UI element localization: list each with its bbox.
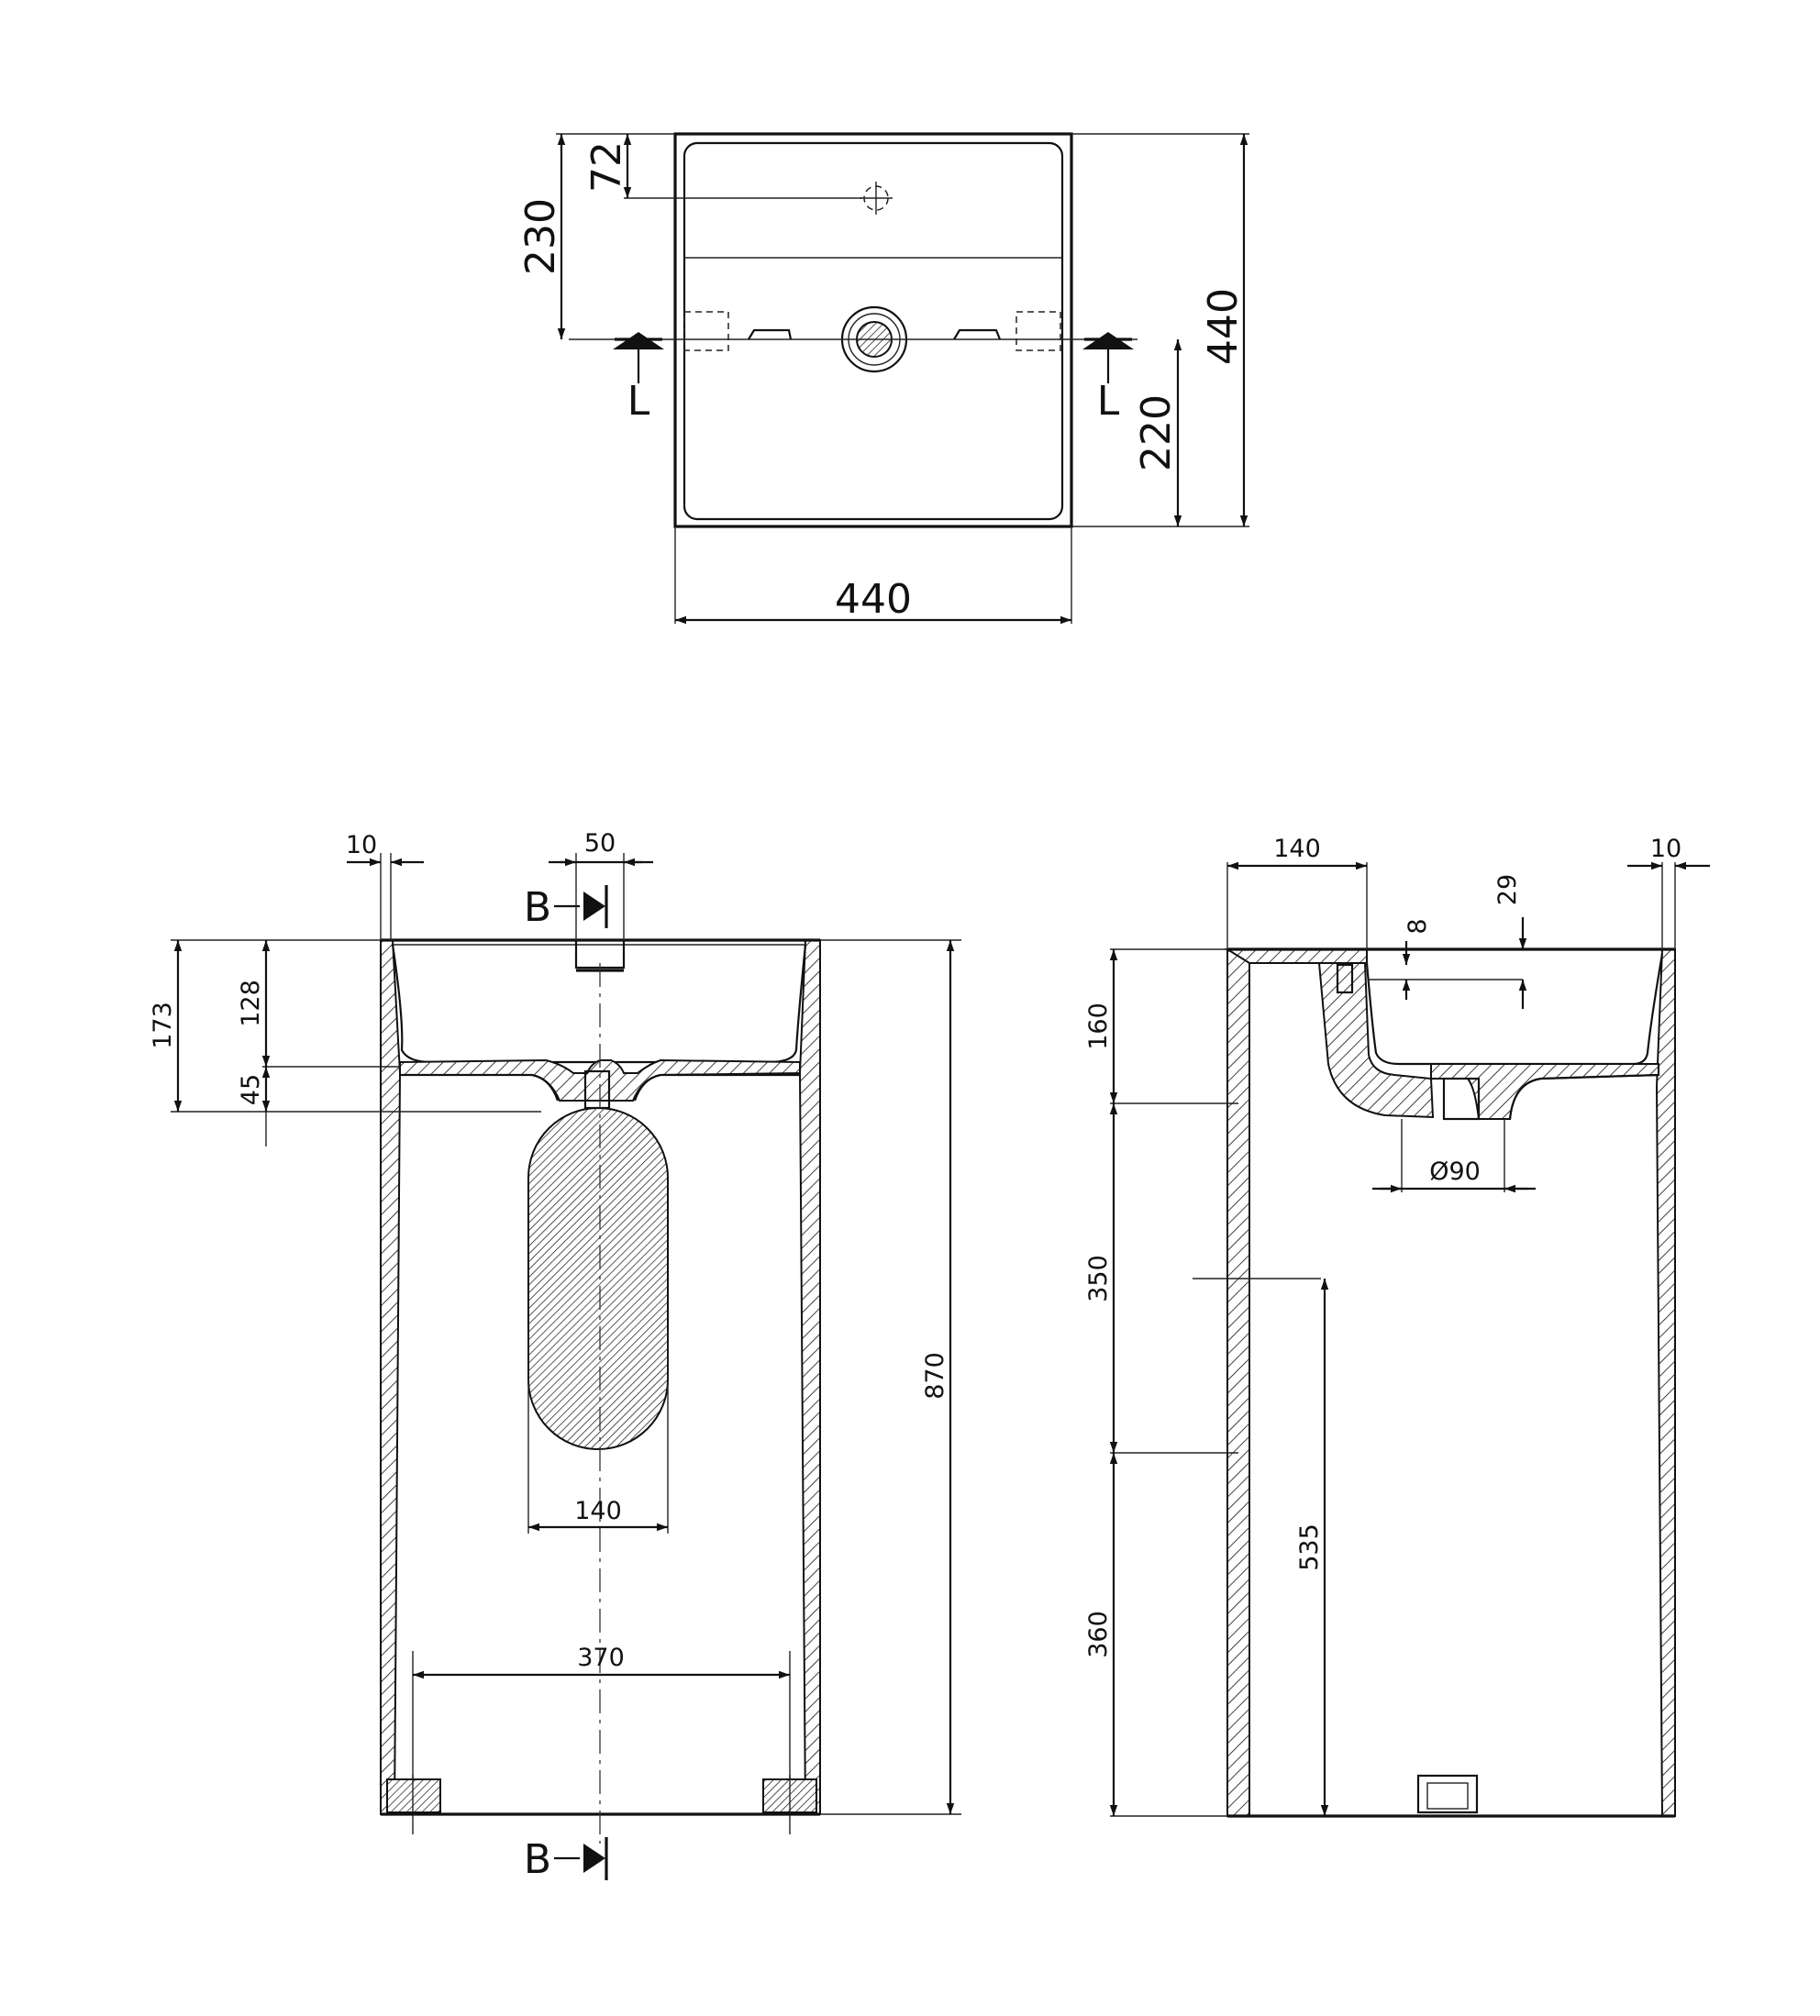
top-view: L L 440 440 220 230 72	[517, 132, 1249, 625]
dim-total-height: 870	[921, 1352, 949, 1400]
dim-side-wall: 10	[1650, 835, 1681, 863]
dim-drain-from-front: 220	[1133, 394, 1180, 471]
dim-basin-height: 173	[149, 1002, 177, 1049]
dim-depth: 440	[1200, 288, 1247, 365]
dim-drain-height: 535	[1295, 1523, 1324, 1571]
front-foot-left	[386, 1778, 441, 1813]
side-floor-bracket	[1416, 1774, 1479, 1814]
mount-left-hidden	[683, 311, 729, 351]
section-marker-right: L	[1082, 332, 1134, 425]
dim-top-zone: 160	[1084, 1002, 1113, 1050]
front-wall-left	[380, 939, 402, 1815]
side-wall-back	[1226, 948, 1250, 1817]
basin-outline	[673, 132, 1073, 528]
section-label-b-top: B	[524, 884, 551, 931]
section-marker-b-bottom: B	[524, 1836, 608, 1883]
front-section: B B 10 50 173 128	[149, 829, 961, 1883]
section-label-l-right: L	[1097, 378, 1120, 425]
dim-bowl-depth: 128	[237, 980, 265, 1027]
dim-foot-spacing: 370	[577, 1644, 625, 1672]
section-marker-left: L	[613, 332, 664, 425]
section-marker-b-top: B	[524, 884, 608, 931]
side-section: 140 10 29 8 160 350 360 535 Ø90	[1084, 835, 1710, 1818]
side-overflow	[1317, 962, 1435, 1119]
dim-overflow-slot: 8	[1404, 918, 1432, 934]
dim-drain-diameter: Ø90	[1429, 1158, 1481, 1186]
section-label-b-bottom: B	[524, 1836, 551, 1883]
front-trap	[527, 1107, 669, 1450]
mount-right-hidden	[1015, 311, 1061, 351]
dim-drain-from-back: 230	[517, 198, 564, 275]
side-basin-bottom	[1430, 1063, 1659, 1120]
section-label-l-left: L	[627, 378, 650, 425]
dim-tap-hole: 50	[584, 829, 616, 858]
dim-width: 440	[835, 576, 912, 623]
dim-top-wall: 10	[346, 831, 377, 859]
front-bowl	[391, 944, 807, 1064]
side-bowl	[1365, 953, 1664, 1066]
dim-middle-zone: 350	[1084, 1255, 1113, 1302]
dim-bottom-zone: 360	[1084, 1611, 1113, 1658]
dim-bottom-thickness: 45	[237, 1074, 265, 1105]
side-wall-front	[1655, 948, 1676, 1817]
tap-hole-symbol	[860, 182, 893, 215]
front-basin-bottom	[399, 1058, 801, 1102]
dim-trap-width: 140	[574, 1497, 622, 1525]
dim-overflow-depth: 29	[1493, 874, 1522, 905]
dim-tap-offset: 72	[583, 141, 630, 193]
front-wall-right	[798, 939, 821, 1815]
dim-back-depth: 140	[1273, 835, 1321, 863]
